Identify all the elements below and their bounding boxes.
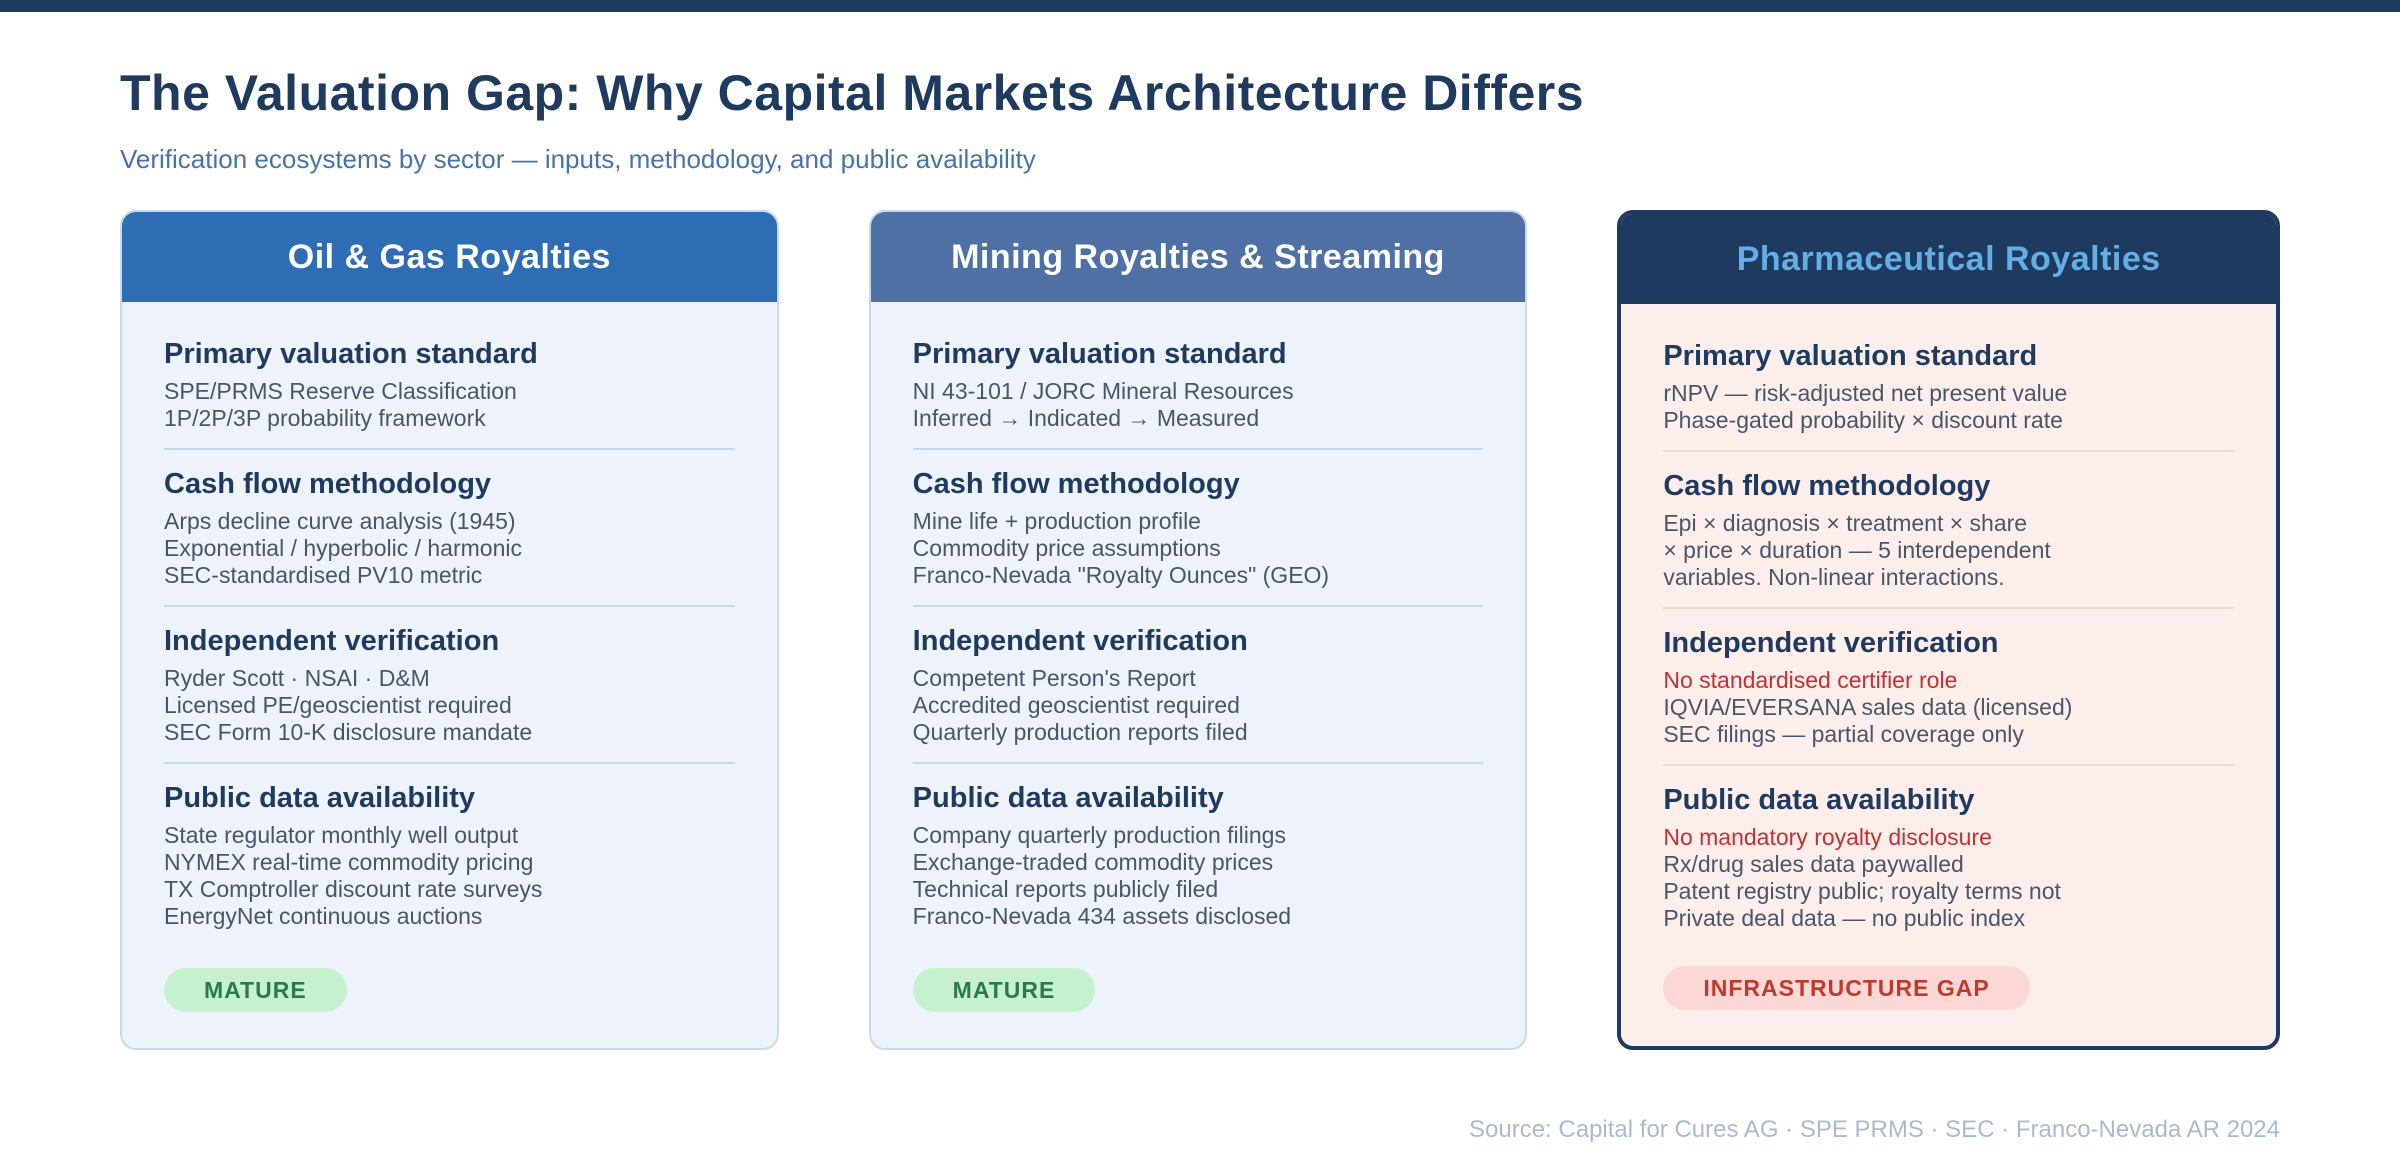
section-heading: Primary valuation standard — [164, 338, 538, 370]
section-item: NYMEX real-time commodity pricing — [164, 849, 534, 875]
section-item: Commodity price assumptions — [912, 535, 1221, 561]
section-heading: Cash flow methodology — [912, 468, 1240, 500]
section-item: Arps decline curve analysis (1945) — [164, 508, 516, 534]
card-title-mining: Mining Royalties & Streaming — [870, 212, 1526, 302]
section-divider — [164, 448, 735, 450]
section-heading: Primary valuation standard — [912, 338, 1287, 370]
section-heading: Public data availability — [912, 782, 1224, 814]
section-item: Mine life + production profile — [912, 508, 1201, 534]
section-item: Franco-Nevada "Royalty Ounces" (GEO) — [912, 562, 1330, 588]
section-heading: Independent verification — [164, 625, 500, 657]
section-item: State regulator monthly well output — [164, 822, 519, 848]
section-heading: Public data availability — [1663, 784, 1975, 816]
section-item: Patent registry public; royalty terms no… — [1663, 878, 2061, 904]
section-item: SEC-standardised PV10 metric — [164, 562, 483, 588]
section-item: Competent Person's Report — [912, 665, 1196, 691]
section-item: Quarterly production reports filed — [912, 719, 1248, 745]
section-item: NI 43-101 / JORC Mineral Resources — [912, 378, 1294, 404]
section-item: Inferred → Indicated → Measured — [912, 405, 1260, 431]
top-accent-bar — [0, 0, 2400, 12]
card-body: Primary valuation standard rNPV — risk-ad… — [1621, 304, 2276, 1046]
section-heading: Cash flow methodology — [1663, 470, 1991, 502]
section-item: EnergyNet continuous auctions — [164, 903, 483, 929]
section-item: Private deal data — no public index — [1663, 905, 2026, 931]
section-item: TX Comptroller discount rate surveys — [164, 876, 543, 902]
section-heading: Independent verification — [912, 625, 1248, 657]
section-item: No standardised certifier role — [1663, 667, 1958, 693]
section-item: No mandatory royalty disclosure — [1663, 824, 1992, 850]
section-divider — [1663, 764, 2235, 766]
status-badge: MATURE — [164, 968, 347, 1012]
section-divider — [1663, 607, 2235, 609]
section-item: Exponential / hyperbolic / harmonic — [164, 535, 522, 561]
section-item: SEC Form 10-K disclosure mandate — [164, 719, 533, 745]
section-item: SEC filings — partial coverage only — [1663, 721, 2024, 747]
section-heading: Public data availability — [164, 782, 476, 814]
section-divider — [912, 448, 1484, 450]
section-item: Licensed PE/geoscientist required — [164, 692, 512, 718]
section-divider — [912, 762, 1484, 764]
section-item: SPE/PRMS Reserve Classification — [164, 378, 517, 404]
section-item: Exchange-traded commodity prices — [912, 849, 1274, 875]
section-item: Ryder Scott · NSAI · D&M — [164, 665, 430, 691]
section-item: IQVIA/EVERSANA sales data (licensed) — [1663, 694, 2073, 720]
page-subtitle: Verification ecosystems by sector — inpu… — [120, 144, 1036, 174]
section-heading: Primary valuation standard — [1663, 340, 2038, 372]
section-divider — [164, 762, 735, 764]
section-item: Technical reports publicly filed — [912, 876, 1219, 902]
section-item: Rx/drug sales data paywalled — [1663, 851, 1964, 877]
card-body: Primary valuation standard NI 43-101 / JO… — [871, 302, 1526, 1048]
status-badge: MATURE — [912, 968, 1096, 1012]
section-item: Accredited geoscientist required — [912, 692, 1240, 718]
section-item: variables. Non-linear interactions. — [1663, 564, 2005, 590]
section-item: Phase-gated probability × discount rate — [1663, 407, 2063, 433]
section-item: Epi × diagnosis × treatment × share — [1663, 510, 2028, 536]
section-item: Franco-Nevada 434 assets disclosed — [912, 903, 1292, 929]
section-item: × price × duration — 5 interdependent — [1663, 537, 2051, 563]
section-item: rNPV — risk-adjusted net present value — [1663, 380, 2068, 406]
section-divider — [912, 605, 1484, 607]
section-divider — [164, 605, 735, 607]
section-divider — [1663, 450, 2235, 452]
page-title: The Valuation Gap: Why Capital Markets A… — [120, 65, 1585, 121]
page-header: The Valuation Gap: Why Capital Markets A… — [120, 64, 2280, 175]
status-badge: INFRASTRUCTURE GAP — [1663, 966, 2030, 1010]
card-title-pharma: Pharmaceutical Royalties — [1621, 214, 2277, 304]
source-note: Source: Capital for Cures AG · SPE PRMS … — [1469, 1116, 2280, 1143]
section-heading: Cash flow methodology — [164, 468, 492, 500]
section-heading: Independent verification — [1663, 627, 1999, 659]
section-item: Company quarterly production filings — [912, 822, 1286, 848]
section-item: 1P/2P/3P probability framework — [164, 405, 486, 431]
card-title-oil-gas: Oil & Gas Royalties — [122, 212, 777, 302]
